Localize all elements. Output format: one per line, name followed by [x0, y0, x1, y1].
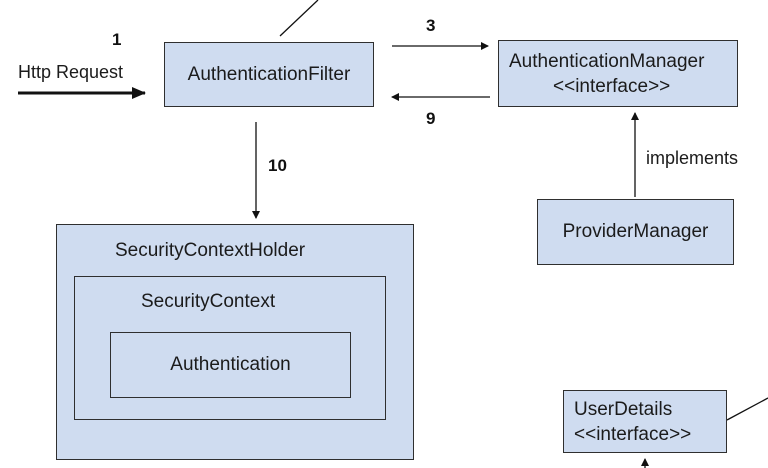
authentication-manager-label: AuthenticationManager: [509, 51, 705, 72]
http-request-label: Http Request: [18, 62, 124, 82]
user-details-stereotype: <<interface>>: [574, 424, 692, 445]
provider-manager-node: ProviderManager: [537, 199, 734, 265]
security-context-node: SecurityContext Authentication: [74, 276, 386, 420]
security-context-holder-node: SecurityContextHolder SecurityContext Au…: [56, 224, 414, 460]
authentication-label: Authentication: [170, 354, 291, 375]
user-details-label: UserDetails: [574, 399, 673, 420]
user-details-node: UserDetails <<interface>>: [563, 390, 727, 453]
offscreen-connector-right: [726, 397, 768, 421]
authentication-node: Authentication: [110, 332, 351, 398]
offscreen-connector-top: [279, 0, 319, 37]
authentication-manager-node: AuthenticationManager <<interface>>: [498, 40, 738, 107]
step-1-label: 1: [112, 30, 122, 49]
security-context-holder-label: SecurityContextHolder: [115, 240, 306, 261]
authentication-filter-node: AuthenticationFilter: [164, 42, 374, 107]
step-9-label: 9: [426, 109, 436, 128]
authentication-manager-stereotype: <<interface>>: [553, 76, 671, 97]
provider-manager-label: ProviderManager: [562, 221, 709, 242]
step-10-label: 10: [268, 156, 287, 175]
implements-label: implements: [646, 148, 739, 168]
authentication-filter-label: AuthenticationFilter: [187, 63, 351, 85]
step-3-label: 3: [426, 16, 436, 35]
security-context-label: SecurityContext: [141, 291, 276, 312]
